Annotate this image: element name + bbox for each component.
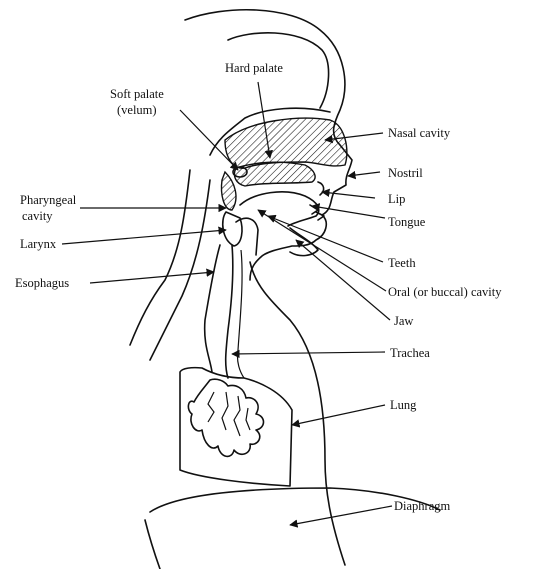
label-larynx: Larynx [20, 237, 57, 251]
leader-hard-palate [257, 81, 273, 159]
label-jaw: Jaw [394, 314, 413, 328]
jaw-outline [289, 227, 319, 257]
label-esophagus: Esophagus [15, 276, 69, 290]
leader-lip [321, 188, 376, 199]
spine-line-2 [149, 179, 211, 361]
back-of-head [227, 32, 330, 109]
diaphragm-line [149, 487, 441, 513]
label-diaphragm: Diaphragm [394, 499, 451, 513]
bronchi-branches [207, 391, 251, 437]
chest-front [249, 261, 346, 566]
label-pharyngeal-cavity: cavity [22, 209, 53, 223]
leader-nostril [347, 170, 381, 180]
trachea-inner [236, 249, 245, 379]
throat-front [235, 217, 259, 256]
label-teeth: Teeth [388, 256, 416, 270]
leader-diaphragm [289, 505, 393, 528]
leader-soft-palate [179, 109, 239, 171]
label-pharyngeal: Pharyngeal [20, 193, 77, 207]
label-lip: Lip [388, 192, 405, 206]
label-hard-palate: Hard palate [225, 61, 283, 75]
label-soft-palate: Soft palate [110, 87, 164, 101]
lip-shape [317, 181, 325, 196]
label-trachea: Trachea [390, 346, 430, 360]
label-oral-cavity: Oral (or buccal) cavity [388, 285, 502, 299]
head-outline [184, 8, 353, 281]
spine-line-1 [129, 169, 191, 346]
larynx-shape [221, 211, 243, 247]
leader-lung [291, 404, 386, 428]
leader-trachea [231, 349, 386, 359]
esophagus-tube [203, 244, 221, 373]
label-nostril: Nostril [388, 166, 423, 180]
leader-teeth [267, 214, 384, 263]
lung-outline [179, 366, 293, 487]
leader-tongue [311, 203, 386, 219]
label-lung: Lung [390, 398, 417, 412]
pharyngeal-region [220, 170, 237, 211]
soft-palate [232, 166, 248, 178]
bronchi [187, 378, 265, 458]
leader-esophagus [89, 268, 215, 284]
leader-jaw [295, 239, 391, 321]
label-nasal-cavity: Nasal cavity [388, 126, 451, 140]
nasal-cavity [224, 117, 348, 169]
leader-nasal-cavity [324, 132, 384, 144]
label-tongue: Tongue [388, 215, 426, 229]
leader-larynx [61, 226, 227, 245]
label-soft-palate-velum: (velum) [117, 103, 157, 117]
trachea-tube [224, 244, 234, 379]
hard-palate [233, 161, 316, 187]
nasal-roof [209, 107, 331, 156]
lower-body-line [144, 519, 161, 569]
leader-oral-cavity [257, 209, 387, 292]
